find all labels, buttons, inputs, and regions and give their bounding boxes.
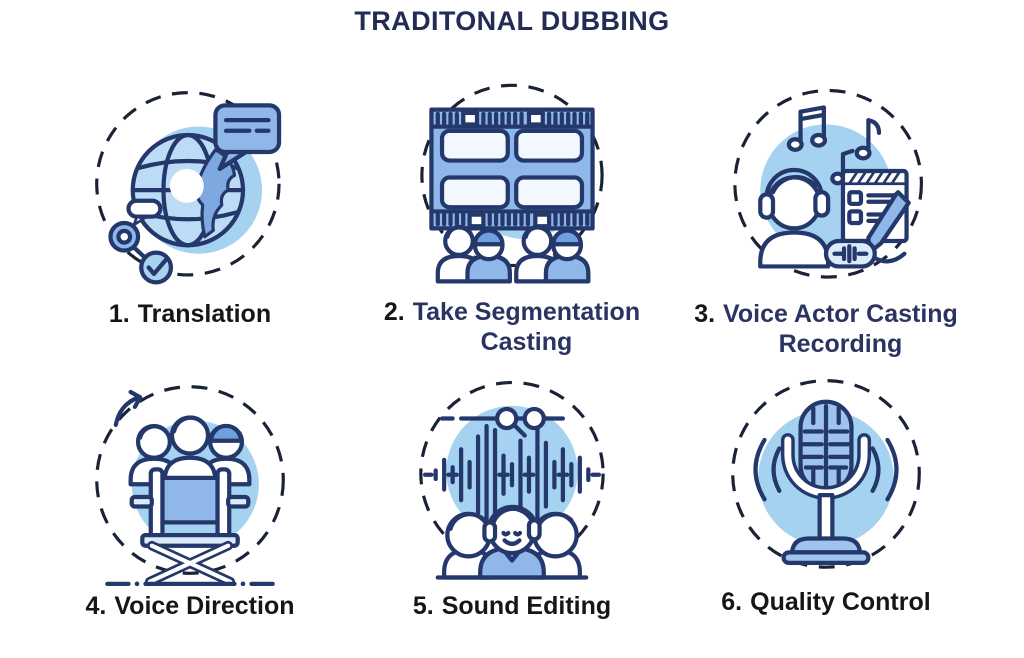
quality-control-microphone-icon [720, 370, 932, 582]
step-title: Voice Actor Casting Recording [723, 300, 958, 358]
sound-editing-waveform-icon [406, 374, 618, 586]
step-number: 2. [383, 298, 405, 326]
page-title: TRADITONAL DUBBING [354, 6, 670, 36]
step-number: 4. [85, 592, 107, 620]
step-cell-translation: 1. Translation [40, 82, 340, 330]
voice-actor-recording-icon [720, 82, 932, 294]
step-cell-voice-direction: 4. Voice Direction [40, 374, 340, 622]
step-number: 5. [412, 592, 434, 620]
step-title: Sound Editing [441, 592, 612, 620]
step-label: 1. Translation [109, 300, 271, 330]
step-title: Voice Direction [114, 592, 295, 620]
step-cell-sound-editing: 5. Sound Editing [362, 374, 662, 622]
step-label: 6. Quality Control [721, 588, 930, 618]
step-title: Translation [137, 300, 272, 328]
step-cell-quality-control: 6. Quality Control [676, 370, 976, 618]
step-cell-take-segmentation: 2. Take Segmentation Casting [362, 80, 662, 357]
step-number: 1. [108, 300, 130, 328]
step-label: 5. Sound Editing [413, 592, 611, 622]
globe-translation-icon [84, 82, 296, 294]
director-chair-icon [84, 374, 296, 586]
step-title: Quality Control [750, 588, 931, 616]
step-title: Take Segmentation Casting [412, 298, 641, 356]
step-cell-voice-actor-casting: 3. Voice Actor Casting Recording [676, 82, 976, 359]
step-number: 3. [694, 300, 716, 328]
step-label: 4. Voice Direction [86, 592, 295, 622]
film-strip-casting-icon [406, 80, 618, 292]
step-label: 3. Voice Actor Casting Recording [694, 300, 958, 359]
step-label: 2. Take Segmentation Casting [384, 298, 640, 357]
step-number: 6. [721, 588, 743, 616]
